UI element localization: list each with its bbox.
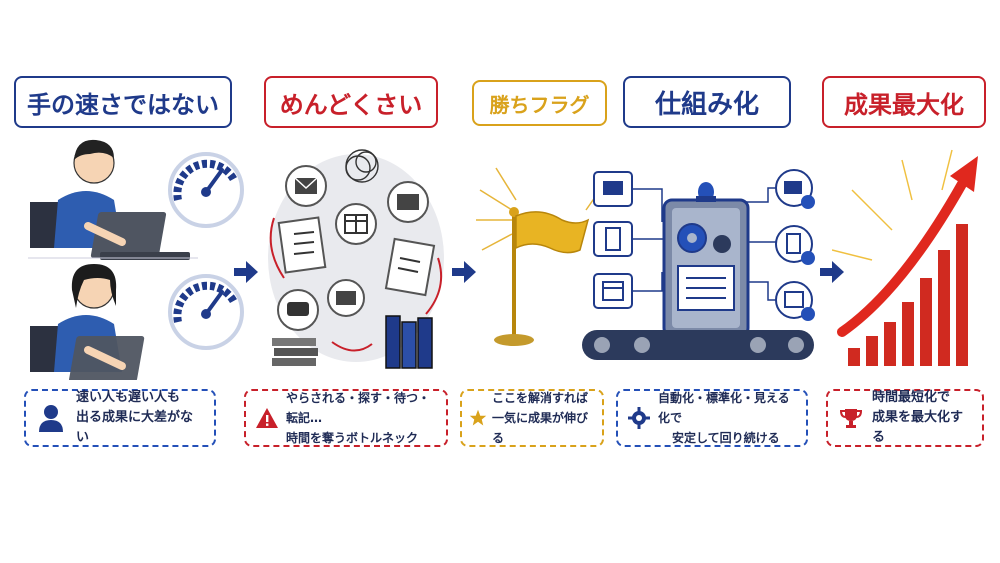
trophy-icon bbox=[838, 405, 864, 431]
folder-icon bbox=[387, 181, 429, 223]
stage2-note: やらされる・探す・待つ・転記… 時間を奪うボトルネック bbox=[244, 389, 448, 447]
stage3-note-line1: ここを解消すれば bbox=[492, 391, 589, 405]
stage4-note-line1: 自動化・標準化・見える化で bbox=[658, 391, 790, 425]
output-table-check-icon bbox=[775, 281, 815, 321]
tangled-scribble-icon bbox=[345, 149, 379, 183]
gear-icon bbox=[626, 405, 652, 431]
flow-arrow-2 bbox=[452, 261, 476, 283]
input-mail-icon bbox=[593, 171, 633, 207]
person-icon bbox=[36, 403, 66, 433]
checklist-doc-icon bbox=[277, 216, 327, 274]
stage4-note: 自動化・標準化・見える化で 安定して回り続ける bbox=[616, 389, 808, 447]
stage1-title: 手の速さではない bbox=[14, 76, 232, 128]
stage5-note-line2: 成果を最大化する bbox=[872, 410, 964, 445]
flow-arrow-1 bbox=[234, 261, 258, 283]
victory-flag-icon bbox=[494, 207, 590, 346]
stage4-title: 仕組み化 bbox=[623, 76, 791, 128]
flow-arrow-3 bbox=[820, 261, 844, 283]
stage5-illustration bbox=[832, 149, 978, 366]
stage1-note: 速い人も遅い人も 出る成果に大差がない bbox=[24, 389, 216, 447]
output-document-check-icon bbox=[775, 225, 815, 265]
input-document-icon bbox=[593, 221, 633, 257]
document-icon bbox=[384, 237, 436, 297]
stage5-note: 時間最短化で 成果を最大化する bbox=[826, 389, 984, 447]
mail-icon bbox=[285, 165, 327, 207]
output-mail-check-icon bbox=[775, 169, 815, 209]
binders-icon bbox=[385, 315, 433, 369]
speedometer-fast-icon bbox=[168, 152, 244, 228]
stage1-note-line1: 速い人も遅い人も bbox=[76, 390, 181, 405]
stage3-title: 勝ちフラグ bbox=[472, 80, 607, 126]
star-icon bbox=[468, 408, 488, 428]
stage5-note-line1: 時間最短化で bbox=[872, 390, 951, 405]
fast-worker-figure bbox=[30, 139, 190, 260]
stage2-note-line1: やらされる・探す・待つ・転記… bbox=[286, 391, 431, 425]
conveyor-belt-icon bbox=[582, 330, 814, 360]
folder-small-icon bbox=[327, 279, 365, 317]
warning-icon bbox=[254, 405, 280, 431]
slow-worker-figure bbox=[30, 264, 145, 380]
stage3-note: ここを解消すれば 一気に成果が伸びる bbox=[460, 389, 604, 447]
stage1-illustration bbox=[28, 139, 244, 380]
input-table-icon bbox=[593, 273, 633, 309]
speedometer-slow-icon bbox=[168, 274, 244, 350]
stage5-title: 成果最大化 bbox=[822, 76, 986, 128]
stage1-note-line2: 出る成果に大差がない bbox=[76, 410, 194, 445]
automation-machine-icon bbox=[662, 182, 750, 338]
stage2-title: めんどくさい bbox=[264, 76, 438, 128]
stage2-illustration bbox=[268, 149, 444, 369]
growth-arrow-icon bbox=[837, 156, 978, 337]
growth-bar-chart-icon bbox=[848, 224, 968, 366]
stage4-note-line2: 安定して回り続ける bbox=[672, 431, 780, 445]
chat-bubble-icon bbox=[277, 289, 319, 331]
stage3-illustration bbox=[476, 167, 601, 346]
stage3-note-line2: 一気に成果が伸びる bbox=[492, 411, 589, 445]
stage4-illustration bbox=[582, 169, 815, 360]
stage2-note-line2: 時間を奪うボトルネック bbox=[286, 431, 419, 445]
paper-stack-icon bbox=[272, 338, 318, 366]
table-icon bbox=[335, 203, 377, 245]
